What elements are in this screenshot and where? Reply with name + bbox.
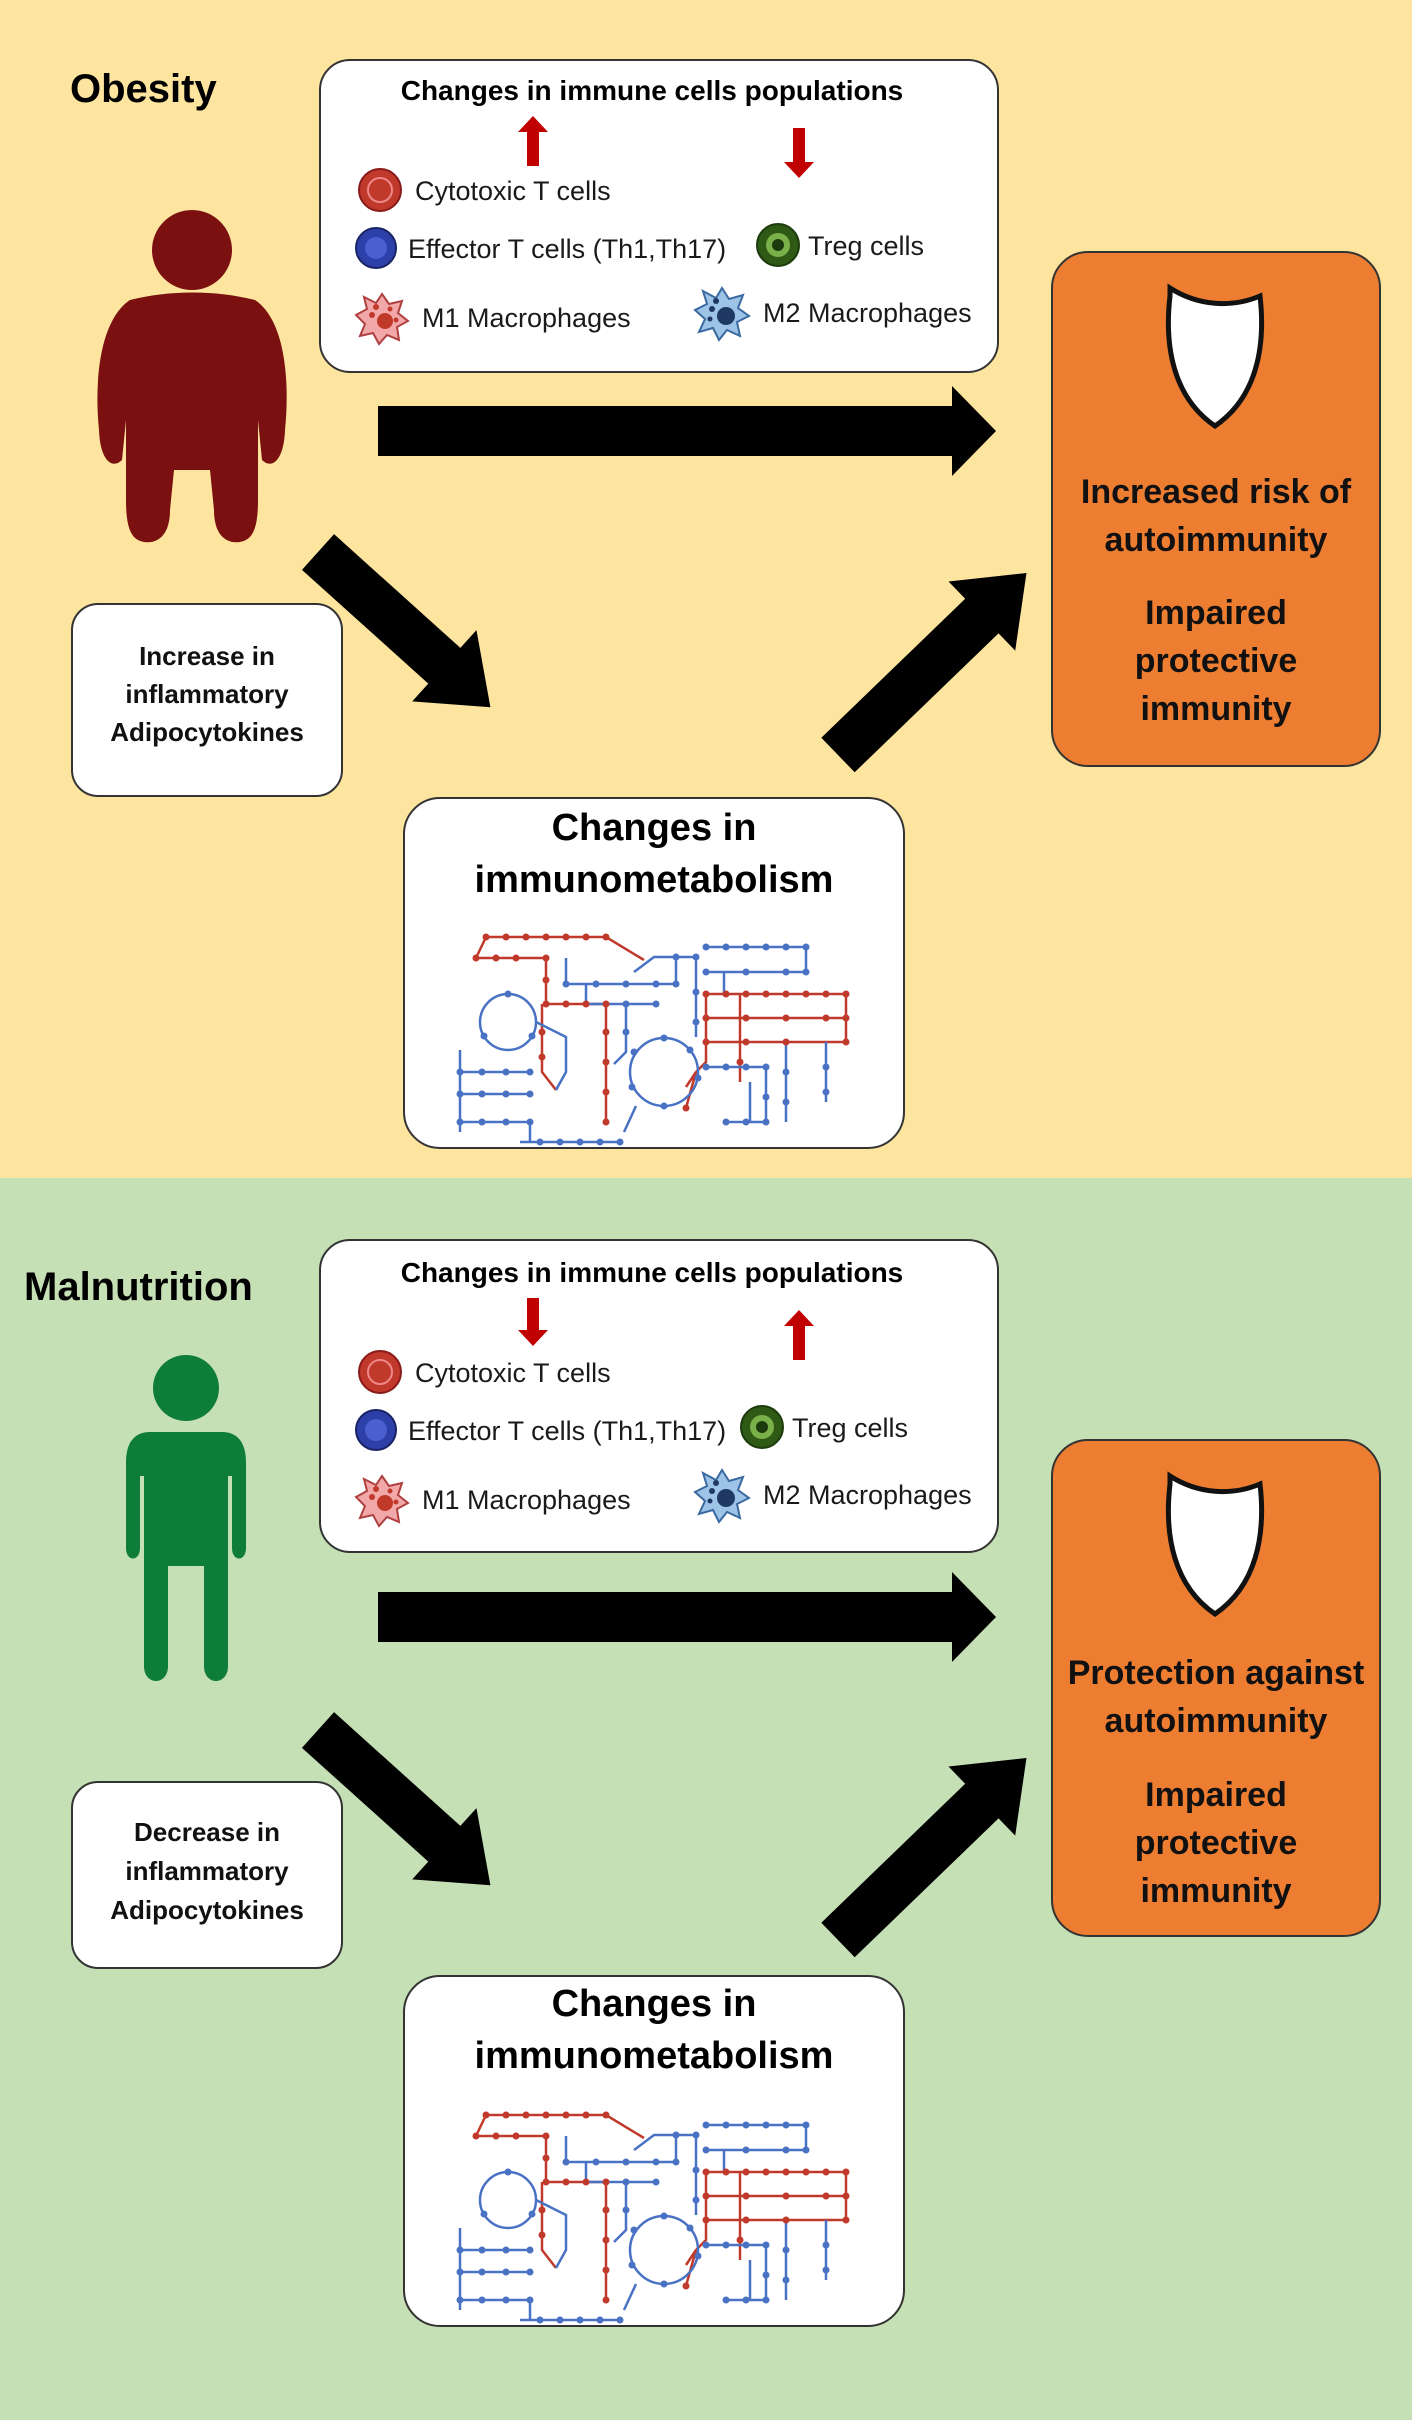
malnutrition-panel: Malnutrition Changes in immune cells pop… (0, 1178, 1412, 2420)
outcome-line-1a: Increased risk of (1081, 473, 1352, 511)
m1-macrophages-label: M1 Macrophages (422, 303, 631, 333)
cytotoxic-t-cells-label: Cytotoxic T cells (415, 176, 611, 206)
m2-macrophages-label: M2 Macrophages (763, 298, 972, 328)
effector-t-cells-label: Effector T cells (Th1,Th17) (408, 1416, 726, 1446)
effector-t-cell-icon (355, 227, 397, 269)
treg-cells-label: Treg cells (808, 231, 924, 261)
malnutrition-immunometabolism-box: Changes in immunometabolism (403, 1975, 905, 2327)
malnutrition-immune-box: Changes in immune cells populations Cyto… (319, 1239, 999, 1553)
m1-macrophages-label: M1 Macrophages (422, 1485, 631, 1515)
immuno-line-1: Changes in (552, 807, 757, 849)
obesity-outcome-box: Increased risk of autoimmunity Impaired … (1051, 251, 1381, 767)
outcome-line-2b: protective (1135, 1824, 1298, 1862)
adipo-line-3: Adipocytokines (110, 1895, 304, 1925)
outcome-line-2c: immunity (1140, 690, 1291, 728)
malnutrition-diagonal-up-arrow-icon (821, 1757, 1027, 1958)
cytotoxic-t-cell-icon (358, 1350, 402, 1394)
outcome-line-2b: protective (1135, 642, 1298, 680)
obese-person-icon (97, 210, 287, 543)
malnutrition-title: Malnutrition (24, 1265, 253, 1309)
malnutrition-outcome-box: Protection against autoimmunity Impaired… (1051, 1439, 1381, 1937)
decrease-arrow-icon (518, 1298, 548, 1346)
adipo-line-2: inflammatory (125, 1856, 289, 1886)
malnutrition-horizontal-arrow-icon (378, 1572, 996, 1662)
outcome-line-2a: Impaired (1145, 1776, 1287, 1814)
malnutrition-adipocytokines-box: Decrease in inflammatory Adipocytokines (71, 1781, 343, 1969)
effector-t-cells-label: Effector T cells (Th1,Th17) (408, 234, 726, 264)
treg-cells-label: Treg cells (792, 1413, 908, 1443)
increase-arrow-icon (518, 116, 548, 166)
m2-macrophages-label: M2 Macrophages (763, 1480, 972, 1510)
obesity-title: Obesity (70, 67, 217, 111)
obesity-immunometabolism-box: Changes in immunometabolism (403, 797, 905, 1149)
cytotoxic-t-cells-label: Cytotoxic T cells (415, 1358, 611, 1388)
cytotoxic-t-cell-icon (358, 168, 402, 212)
thin-person-icon (126, 1355, 246, 1681)
treg-cell-icon (756, 223, 800, 267)
obesity-adipocytokines-box: Increase in inflammatory Adipocytokines (71, 603, 343, 797)
immune-box-title: Changes in immune cells populations (401, 75, 904, 106)
adipo-line-1: Decrease in (134, 1817, 280, 1847)
obesity-immune-box: Changes in immune cells populations Cyto… (319, 59, 999, 373)
immuno-line-2: immunometabolism (475, 859, 834, 901)
obesity-horizontal-arrow-icon (378, 386, 996, 476)
immuno-line-2: immunometabolism (475, 2035, 834, 2077)
outcome-line-2c: immunity (1140, 1872, 1291, 1910)
adipo-line-3: Adipocytokines (110, 717, 304, 747)
outcome-line-1b: autoimmunity (1105, 521, 1328, 559)
effector-t-cell-icon (355, 1409, 397, 1451)
adipo-line-2: inflammatory (125, 679, 289, 709)
decrease-arrow-icon (784, 128, 814, 178)
outcome-line-2a: Impaired (1145, 594, 1287, 632)
treg-cell-icon (740, 1405, 784, 1449)
increase-arrow-icon (784, 1310, 814, 1360)
malnutrition-diagonal-down-arrow-icon (301, 1712, 491, 1886)
adipo-line-1: Increase in (139, 641, 275, 671)
outcome-line-1a: Protection against (1068, 1654, 1365, 1692)
obesity-diagonal-down-arrow-icon (301, 534, 491, 708)
obesity-panel: Obesity Changes in immune cells populati… (0, 0, 1412, 1178)
immune-box-title: Changes in immune cells populations (401, 1257, 904, 1288)
outcome-line-1b: autoimmunity (1105, 1702, 1328, 1740)
immuno-line-1: Changes in (552, 1983, 757, 2025)
obesity-diagonal-up-arrow-icon (821, 572, 1027, 773)
